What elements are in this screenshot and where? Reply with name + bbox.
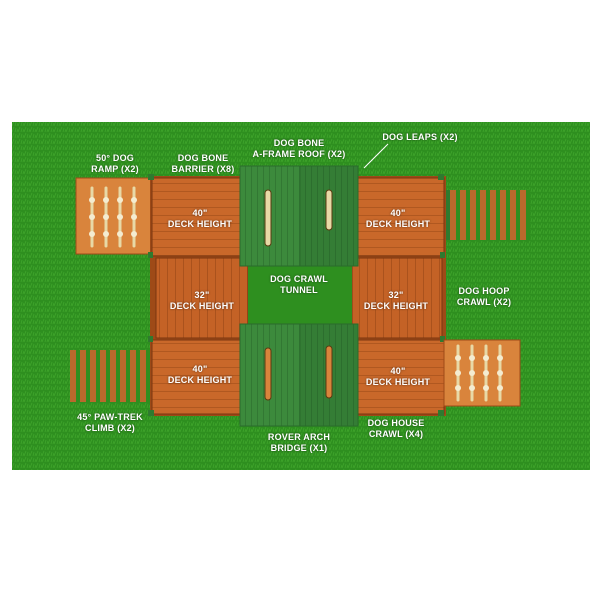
- a-frame-roof-top: [239, 165, 359, 267]
- dog-hoop-crawl: [443, 339, 521, 407]
- label-dog-leaps: DOG LEAPS (X2): [382, 132, 458, 142]
- label-deck-top-right: 40"DECK HEIGHT: [365, 208, 431, 229]
- rover-arch-bridge: [239, 323, 359, 427]
- deck-bottom-left: [151, 339, 245, 415]
- label-deck-bottom-right: 40"DECK HEIGHT: [365, 366, 431, 387]
- deck-mid-left: [155, 257, 249, 339]
- deck-top-right: [355, 177, 445, 257]
- label-deck-bottom-left: 40"DECK HEIGHT: [167, 364, 233, 385]
- leader-line: [363, 143, 389, 169]
- dog-leaps: [446, 190, 530, 240]
- label-deck-mid-left: 32"DECK HEIGHT: [169, 290, 235, 311]
- paw-trek-climb: [70, 350, 150, 402]
- deck-bottom-right: [355, 339, 445, 415]
- green-posts: [148, 174, 445, 416]
- dog-crawl-tunnel: [248, 262, 352, 324]
- dog-ramp: [75, 177, 153, 255]
- label-deck-top-left: 40"DECK HEIGHT: [167, 208, 233, 229]
- label-deck-mid-right: 32"DECK HEIGHT: [363, 290, 429, 311]
